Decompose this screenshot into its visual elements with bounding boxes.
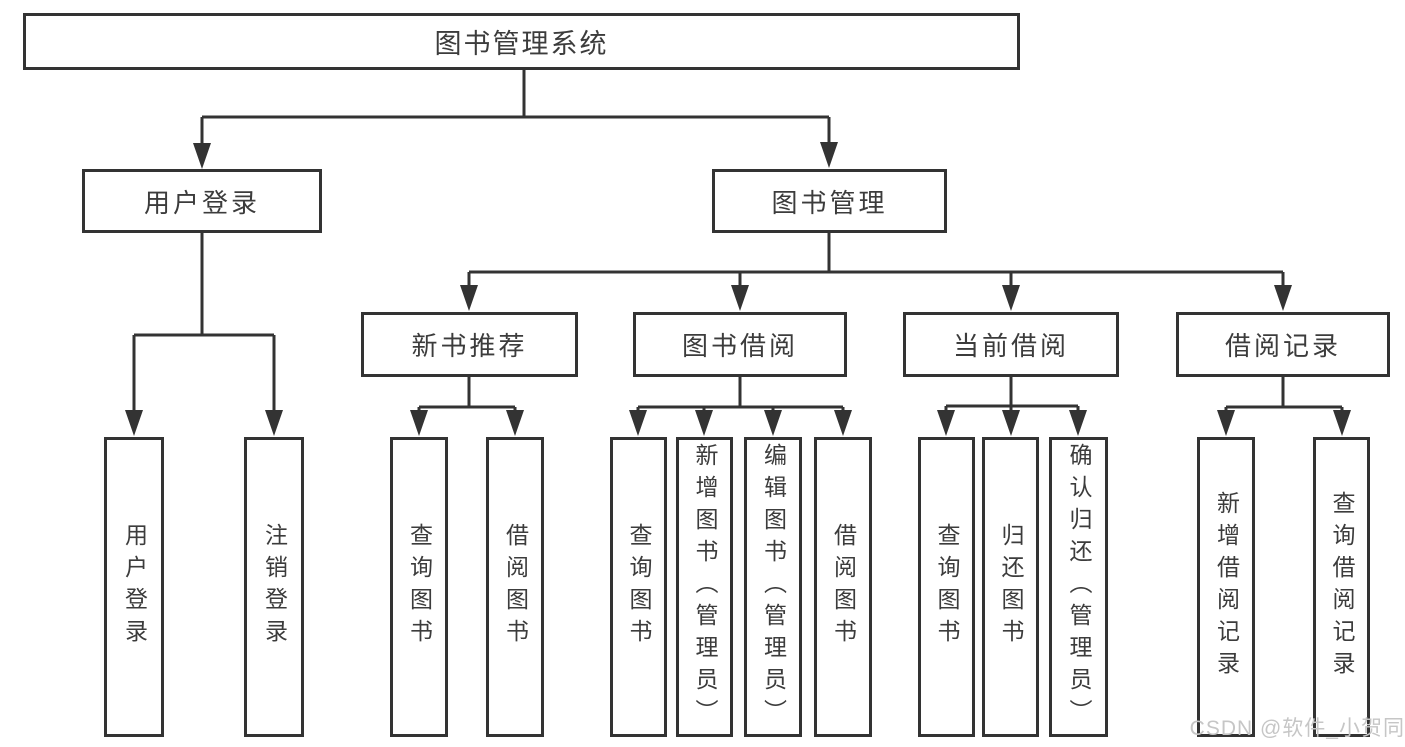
leaf-label: 注销登录 <box>261 523 288 651</box>
leaf-add-book-admin: 新增图书（管理员） <box>676 437 733 737</box>
node-new-book-recommend: 新书推荐 <box>361 312 578 377</box>
node-book-borrow: 图书借阅 <box>633 312 847 377</box>
leaf-query-books-current: 查询图书 <box>918 437 975 737</box>
leaf-label: 查询图书 <box>934 523 960 651</box>
leaf-logout: 注销登录 <box>244 437 304 737</box>
leaf-label: 归还图书 <box>998 523 1024 651</box>
leaf-confirm-return-admin: 确认归还（管理员） <box>1049 437 1108 737</box>
leaf-label: 新增借阅记录 <box>1213 491 1240 683</box>
leaf-label: 查询图书 <box>406 523 433 651</box>
leaf-query-borrow-record: 查询借阅记录 <box>1313 437 1370 737</box>
leaf-label: 新增图书（管理员） <box>692 443 718 731</box>
node-current-borrow: 当前借阅 <box>903 312 1119 377</box>
leaf-label: 借阅图书 <box>502 523 529 651</box>
leaf-add-borrow-record: 新增借阅记录 <box>1197 437 1255 737</box>
leaf-label: 查询图书 <box>626 523 652 651</box>
node-library-management-system: 图书管理系统 <box>23 13 1020 70</box>
leaf-label: 用户登录 <box>121 523 148 651</box>
leaf-label: 确认归还（管理员） <box>1066 443 1092 731</box>
leaf-borrow-books: 借阅图书 <box>814 437 872 737</box>
connector-arrowheads <box>125 142 1351 436</box>
leaf-query-books-borrow: 查询图书 <box>610 437 667 737</box>
leaf-edit-book-admin: 编辑图书（管理员） <box>744 437 802 737</box>
leaf-borrow-books-recommend: 借阅图书 <box>486 437 544 737</box>
leaf-label: 借阅图书 <box>830 523 857 651</box>
leaf-return-books: 归还图书 <box>982 437 1039 737</box>
leaf-user-login: 用户登录 <box>104 437 164 737</box>
node-borrow-records: 借阅记录 <box>1176 312 1390 377</box>
leaf-label: 查询借阅记录 <box>1329 491 1355 683</box>
leaf-query-books-recommend: 查询图书 <box>390 437 448 737</box>
leaf-label: 编辑图书（管理员） <box>760 443 787 731</box>
csdn-watermark: CSDN @软件_小贺同学 <box>1189 717 1405 740</box>
node-book-management: 图书管理 <box>712 169 947 233</box>
node-user-login: 用户登录 <box>82 169 322 233</box>
